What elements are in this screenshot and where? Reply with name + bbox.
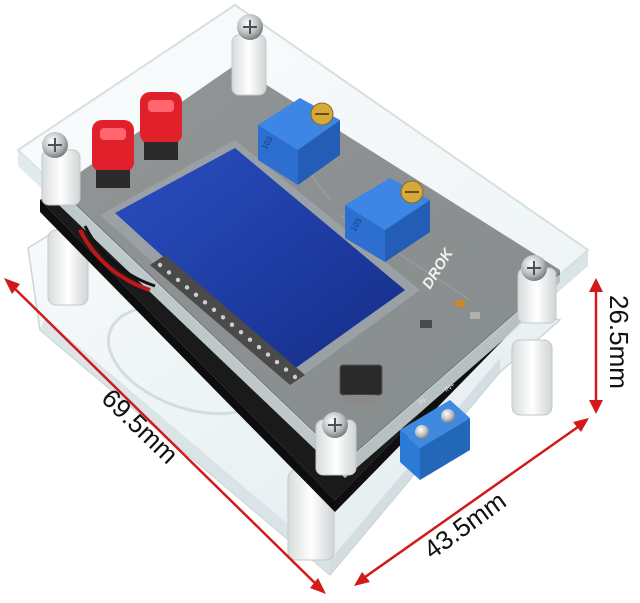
lcd-pin	[193, 292, 199, 298]
lcd-pin	[202, 300, 208, 305]
dimension-width-label: 43.5mm	[418, 485, 512, 564]
corner-screws	[42, 14, 547, 438]
red-switch-left	[92, 120, 134, 188]
lcd-pin	[229, 322, 235, 327]
potentiometer-top: 103	[258, 98, 340, 185]
lcd-pin	[256, 344, 262, 350]
red-switches	[78, 92, 182, 292]
lcd-pin	[211, 307, 217, 312]
lcd-pin	[166, 270, 172, 275]
pcb-components	[339, 300, 480, 405]
dimension-height: 26.5mm	[589, 278, 634, 414]
terminal-block: IN- IN+	[400, 382, 470, 480]
lcd-pin	[247, 337, 253, 342]
lcd-display	[100, 140, 420, 385]
lcd-pin	[238, 330, 244, 335]
lcd-pin	[157, 262, 163, 268]
terminal-label-minus: IN-	[417, 395, 429, 406]
lcd-pin	[283, 367, 289, 372]
potentiometer-bottom: 103	[345, 178, 430, 262]
terminal-label-plus: IN+	[443, 382, 456, 394]
dimension-height-label: 26.5mm	[604, 295, 634, 389]
lcd-pin	[292, 374, 298, 380]
lcd-pin	[274, 359, 280, 365]
red-switch-right	[140, 92, 182, 160]
lcd-pin	[175, 277, 181, 283]
upper-standoffs	[41, 34, 557, 476]
lcd-pin	[265, 352, 271, 357]
lcd-pin	[220, 315, 226, 320]
lcd-pin	[184, 285, 190, 290]
